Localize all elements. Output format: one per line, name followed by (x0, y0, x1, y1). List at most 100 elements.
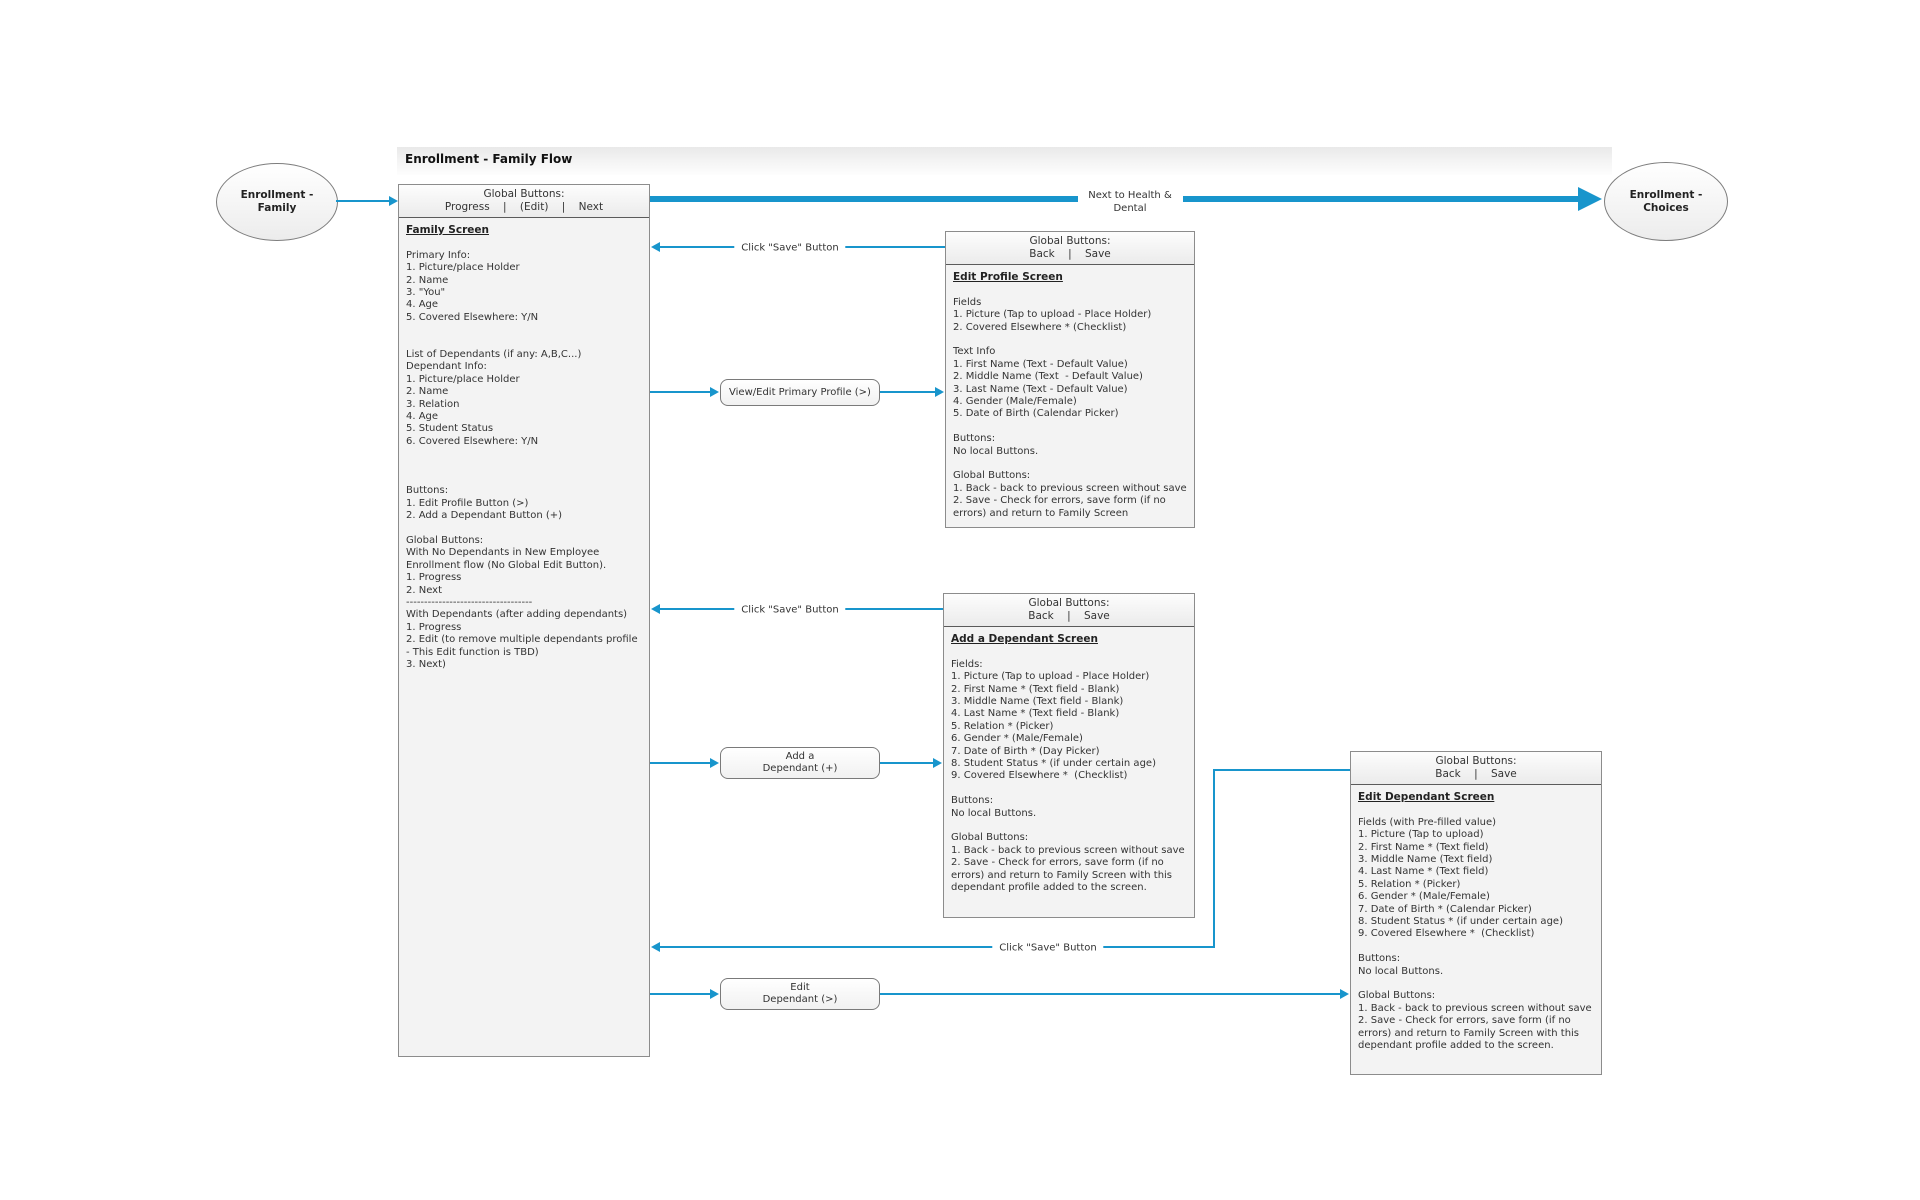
text-line: Fields (with Pre-filled value) (1358, 816, 1497, 828)
arrow-next-to-health-seg2 (1183, 196, 1578, 202)
text-line: 4. Last Name * (Text field) (1358, 866, 1489, 878)
text-line: 5. Covered Elsewhere: Y/N (406, 311, 539, 323)
edit-dependant-body: Edit Dependant Screen Fields (with Pre-f… (1351, 785, 1601, 1052)
edit-dependant-header-items: Back | Save (1435, 768, 1517, 780)
text-line: 1. Picture (Tap to upload - Place Holder… (951, 671, 1150, 683)
text-line: 8. Student Status * (if under certain ag… (951, 758, 1156, 770)
edit-dependant-screen-title: Edit Dependant Screen (1358, 791, 1495, 803)
text-line: 2. Save - Check for errors, save form (i… (951, 857, 1164, 869)
text-line: 1. First Name (Text - Default Value) (953, 358, 1128, 370)
text-line: Dependant (>) (762, 994, 838, 1005)
text-line: 7. Date of Birth * (Calendar Picker) (1358, 903, 1532, 915)
next-to-health-label-line1: Next to Health & (1088, 190, 1172, 201)
screen-node-add-dependant[interactable]: Global Buttons: Back | Save Add a Depend… (943, 593, 1195, 918)
text-line: 5. Student Status (406, 423, 494, 435)
text-line: 3. Next) (406, 659, 446, 671)
next-to-health-label-line2: Dental (1113, 203, 1147, 214)
text-line (1358, 804, 1594, 816)
start-node-label-line1: Enrollment - (240, 189, 314, 201)
text-line (1358, 941, 1594, 953)
text-line (951, 783, 1187, 795)
text-line: 3. Middle Name (Text field - Blank) (951, 696, 1124, 708)
screen-node-edit-profile[interactable]: Global Buttons: Back | Save Edit Profile… (945, 231, 1195, 528)
end-node-enrollment-choices[interactable]: Enrollment - Choices (1604, 162, 1728, 241)
arrow-family-to-viewedit-line (650, 391, 711, 393)
text-line: Buttons: (953, 433, 996, 445)
screen-node-edit-dependant[interactable]: Global Buttons: Back | Save Edit Dependa… (1350, 751, 1602, 1075)
text-line: Dependant Info: (406, 361, 487, 373)
text-line: 7. Date of Birth * (Day Picker) (951, 745, 1100, 757)
add-dependant-screen-lines: Fields:1. Picture (Tap to upload - Place… (951, 646, 1187, 894)
arrow-next-to-health-head-icon (1578, 187, 1602, 211)
edit-dependant-header-label: Global Buttons: (1435, 755, 1517, 767)
text-line: 3. Last Name (Text - Default Value) (953, 383, 1128, 395)
text-line: 1. Picture/place Holder (406, 373, 520, 385)
text-line: Buttons: (406, 485, 449, 497)
text-line: No local Buttons. (953, 445, 1039, 457)
arrow-next-to-health-seg1 (650, 196, 1078, 202)
text-line: 8. Student Status * (if under certain ag… (1358, 916, 1563, 928)
add-dependant-global-buttons-header: Global Buttons: Back | Save (944, 594, 1194, 627)
arrow-adddep-to-addbox-head-icon (933, 758, 942, 768)
text-line: 2. Edit (to remove multiple dependants p… (406, 634, 638, 646)
text-line: 5. Date of Birth (Calendar Picker) (953, 408, 1119, 420)
start-node-enrollment-family[interactable]: Enrollment - Family (216, 163, 338, 241)
save-label-edit-profile: Click "Save" Button (734, 242, 846, 254)
text-line: 4. Gender (Male/Female) (953, 396, 1077, 408)
edit-profile-global-buttons-header: Global Buttons: Back | Save (946, 232, 1194, 265)
text-line: Text Info (953, 346, 996, 358)
arrow-editdep-to-editbox-head-icon (1340, 989, 1349, 999)
text-line (951, 820, 1187, 832)
arrow-viewedit-to-editprofile-line (880, 391, 936, 393)
text-line: 4. Age (406, 411, 439, 423)
text-line: Global Buttons: (951, 832, 1029, 844)
screen-node-family[interactable]: Global Buttons: Progress | (Edit) | Next… (398, 184, 650, 1057)
text-line (406, 473, 642, 485)
text-line: 2. Middle Name (Text - Default Value) (953, 371, 1143, 383)
end-node-label-line1: Enrollment - (1629, 188, 1703, 201)
arrow-editdep-save-return-seg2 (1213, 769, 1215, 948)
text-line: 5. Relation * (Picker) (951, 720, 1054, 732)
save-label-add-dependant: Click "Save" Button (734, 604, 846, 616)
text-line: Buttons: (1358, 953, 1401, 965)
text-line: 9. Covered Elsewhere * (Checklist) (951, 770, 1128, 782)
arrow-adddep-save-return-head-icon (651, 604, 660, 614)
text-line (953, 421, 1187, 433)
text-line: 1. Edit Profile Button (>) (406, 497, 529, 509)
edit-profile-screen-title: Edit Profile Screen (953, 271, 1063, 283)
connector-view-edit-primary-profile-label: View/Edit Primary Profile (>) (729, 386, 871, 398)
add-dependant-header-items: Back | Save (1028, 610, 1110, 622)
edit-dependant-screen-lines: Fields (with Pre-filled value)1. Picture… (1358, 804, 1594, 1052)
text-line: Global Buttons: (953, 470, 1031, 482)
text-line: Fields (953, 296, 982, 308)
text-line: 2. First Name * (Text field) (1358, 841, 1489, 853)
arrow-start-to-family-line (336, 200, 389, 202)
connector-view-edit-primary-profile[interactable]: View/Edit Primary Profile (>) (720, 379, 880, 406)
arrow-family-to-adddep-head-icon (710, 758, 719, 768)
text-line (406, 324, 642, 336)
edit-profile-header-label: Global Buttons: (1029, 235, 1111, 247)
text-line: Primary Info: (406, 249, 471, 261)
text-line: 6. Gender * (Male/Female) (951, 733, 1083, 745)
text-line: 1. Picture (Tap to upload) (1358, 829, 1484, 841)
arrow-adddep-to-addbox-line (880, 762, 934, 764)
text-line: Buttons: (951, 795, 994, 807)
arrow-family-to-adddep-line (650, 762, 711, 764)
text-line: errors) and return to Family Screen (953, 507, 1129, 519)
text-line (953, 458, 1187, 470)
text-line: 6. Covered Elsewhere: Y/N (406, 435, 539, 447)
text-line (406, 337, 642, 349)
text-line: - This Edit function is TBD) (406, 646, 539, 658)
text-line: 1. Progress (406, 572, 462, 584)
text-line: 2. Save - Check for errors, save form (i… (953, 495, 1166, 507)
text-line: 2. Next (406, 584, 443, 596)
title-banner: Enrollment - Family Flow (397, 147, 1612, 175)
text-line (953, 334, 1187, 346)
family-header-label: Global Buttons: (483, 188, 565, 200)
text-line: 2. Add a Dependant Button (+) (406, 510, 563, 522)
text-line: 2. Name (406, 386, 449, 398)
